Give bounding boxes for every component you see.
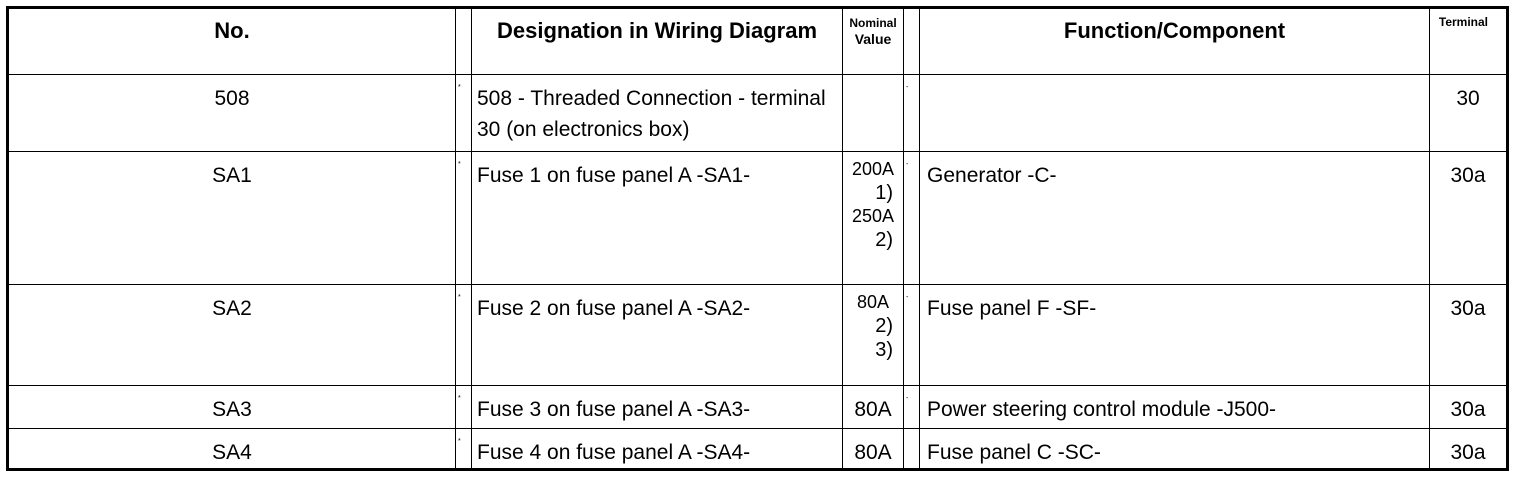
cell-no: SA2 [7, 284, 456, 386]
cell-nominal-value: 80A [842, 428, 904, 470]
footnote-ref: 2) [875, 229, 893, 251]
cell-marker-2: - [903, 385, 920, 429]
header-designation: Designation in Wiring Diagram [471, 7, 843, 75]
cell-no: SA4 [7, 428, 456, 470]
table-row: 508*508 - Threaded Connection - terminal… [7, 74, 1508, 152]
nominal-value: 200A [851, 159, 895, 179]
cell-terminal: 30a [1429, 385, 1508, 429]
fuse-table: No. Designation in Wiring Diagram Nomina… [6, 6, 1509, 471]
cell-nominal-value: 80A [842, 385, 904, 429]
cell-function [919, 74, 1430, 152]
nominal-value: 80A [856, 292, 890, 312]
cell-marker-2: - [903, 151, 920, 285]
footnote-ref: 2) [875, 315, 893, 337]
table-row: SA3*Fuse 3 on fuse panel A -SA3- 80A-Powe… [7, 385, 1508, 429]
nominal-value: 250A [851, 206, 895, 226]
nominal-value: 80A [854, 441, 892, 464]
cell-marker-1: * [455, 284, 472, 386]
cell-marker-1: * [455, 385, 472, 429]
header-nominal-top: Nominal [849, 16, 897, 30]
table-row: SA1*Fuse 1 on fuse panel A -SA1- 200A 1)25… [7, 151, 1508, 285]
cell-nominal-value [842, 74, 904, 152]
header-terminal: Terminal [1429, 7, 1508, 75]
cell-marker-1: * [455, 74, 472, 152]
header-no: No. [7, 7, 456, 75]
cell-nominal-value: 200A 1)250A 2) [842, 151, 904, 285]
header-function: Function/Component [919, 7, 1430, 75]
cell-marker-2 [903, 428, 920, 470]
header-marker-2 [903, 7, 920, 75]
cell-terminal: 30a [1429, 428, 1508, 470]
table-row: SA2*Fuse 2 on fuse panel A -SA2- 80A 2)3)-… [7, 284, 1508, 386]
cell-designation: Fuse 4 on fuse panel A -SA4- [471, 428, 843, 470]
cell-designation: Fuse 3 on fuse panel A -SA3- [471, 385, 843, 429]
cell-function: Fuse panel C -SC- [919, 428, 1430, 470]
cell-terminal: 30a [1429, 151, 1508, 285]
fuse-table-container: No. Designation in Wiring Diagram Nomina… [6, 6, 1509, 471]
footnote-ref: 1) [875, 182, 893, 204]
cell-no: SA1 [7, 151, 456, 285]
header-nominal-value: Nominal Value [842, 7, 904, 75]
table-row: SA4*Fuse 4 on fuse panel A -SA4- 80A Fuse … [7, 428, 1508, 470]
cell-nominal-value: 80A 2)3) [842, 284, 904, 386]
cell-marker-2: - [903, 284, 920, 386]
nominal-value: 80A [854, 398, 892, 421]
cell-marker-2: - [903, 74, 920, 152]
cell-designation: 508 - Threaded Connection - terminal 30 … [471, 74, 843, 152]
cell-marker-1: * [455, 428, 472, 470]
cell-function: Power steering control module -J500- [919, 385, 1430, 429]
cell-function: Generator -C- [919, 151, 1430, 285]
cell-designation: Fuse 1 on fuse panel A -SA1- [471, 151, 843, 285]
cell-marker-1: * [455, 151, 472, 285]
header-nominal-bottom: Value [854, 31, 892, 47]
footnote-ref: 3) [875, 339, 893, 361]
header-row: No. Designation in Wiring Diagram Nomina… [7, 7, 1508, 75]
cell-function: Fuse panel F -SF- [919, 284, 1430, 386]
header-marker-1 [455, 7, 472, 75]
cell-terminal: 30 [1429, 74, 1508, 152]
cell-no: SA3 [7, 385, 456, 429]
cell-terminal: 30a [1429, 284, 1508, 386]
cell-designation: Fuse 2 on fuse panel A -SA2- [471, 284, 843, 386]
cell-no: 508 [7, 74, 456, 152]
